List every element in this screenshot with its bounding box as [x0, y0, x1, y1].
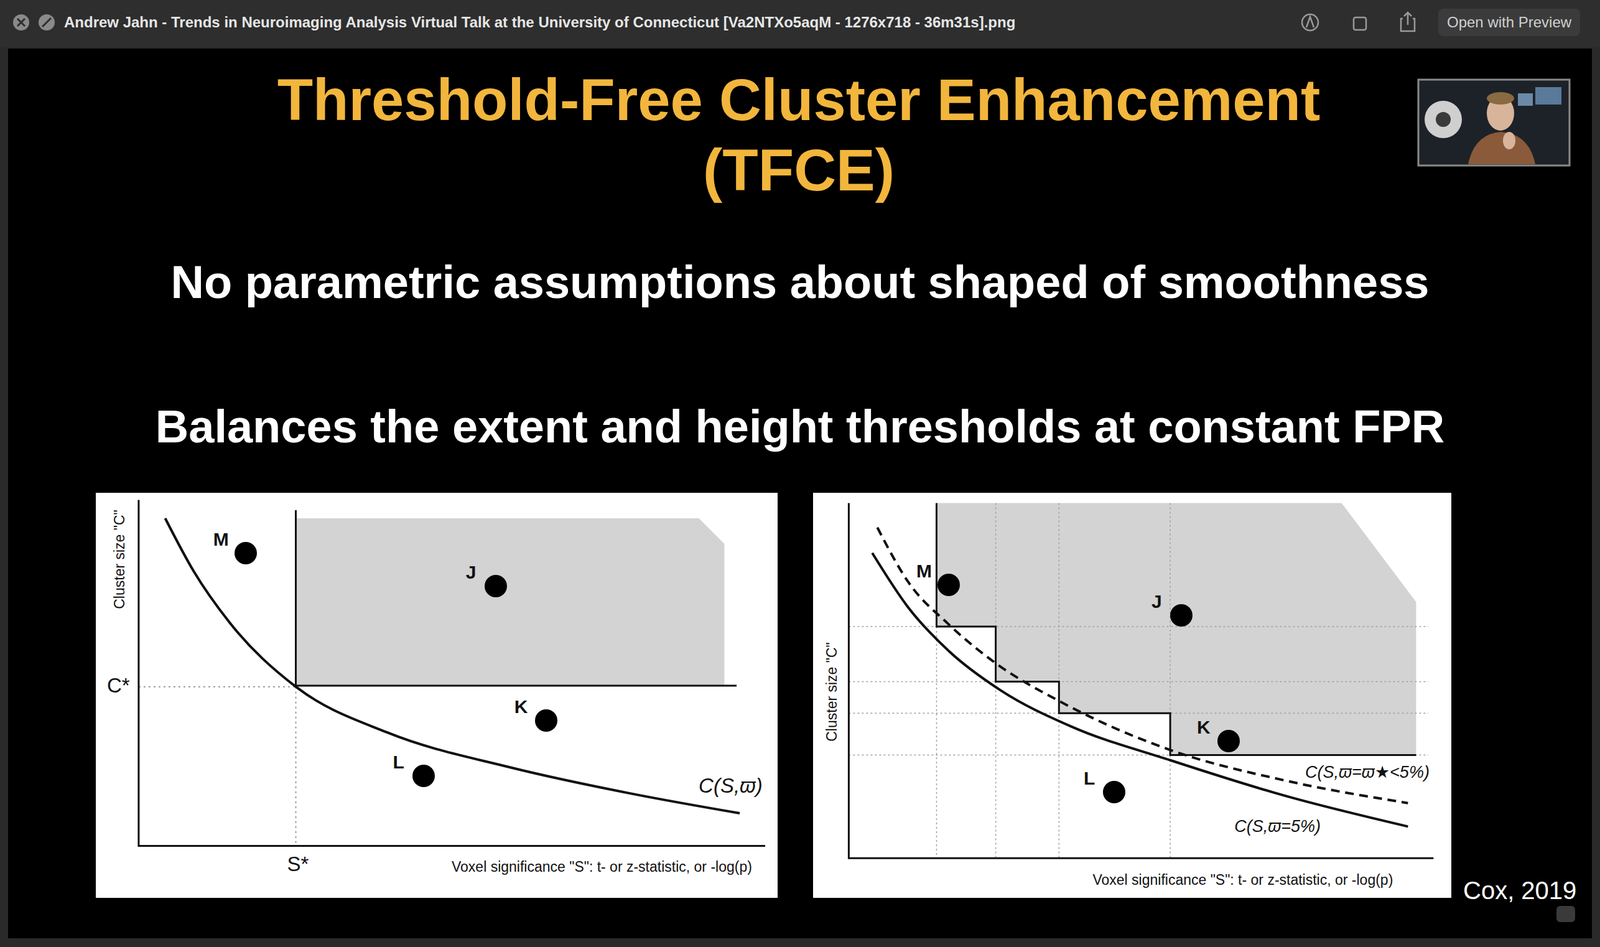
markup-icon: [1302, 14, 1319, 31]
curve-label: C(S,ϖ): [696, 773, 766, 798]
point-label: L: [1083, 768, 1095, 788]
point-label: M: [213, 530, 229, 549]
point-label: K: [514, 697, 529, 717]
point-label: J: [1151, 592, 1163, 611]
axis-title: Voxel significance "S": t- or z-statisti…: [1092, 871, 1393, 888]
grid-line: [1058, 503, 1061, 859]
monitor: [1535, 87, 1562, 105]
close-icon: [13, 14, 30, 31]
grid-line: [1170, 503, 1172, 859]
chart-panel: Cluster size "C" C(S,ϖ=ϖ★<5%) C(S,ϖ=5%) Vox…: [813, 492, 1451, 898]
scanner: [1424, 100, 1462, 139]
guide-line: [295, 686, 297, 847]
guide-line: [138, 686, 297, 688]
data-point: K: [1217, 729, 1240, 753]
axis-title: Cluster size "C": [823, 641, 840, 741]
webcam-frame: [1418, 79, 1570, 166]
fpr-curve-dashed: [877, 527, 1409, 804]
curve-label: C(S,ϖ=5%): [1231, 816, 1324, 837]
toolbar-button: Open with Preview: [1438, 8, 1581, 37]
chart-drawing: [813, 492, 1451, 898]
point-label: J: [465, 562, 477, 582]
axes: [849, 503, 1434, 859]
slide-title: Threshold-Free Cluster Enhancement (TFCE…: [207, 64, 1390, 206]
status-slash: [42, 18, 52, 27]
point-label: L: [393, 752, 405, 772]
axis-title: Cluster size "C": [111, 509, 128, 609]
grid-line: [936, 626, 938, 858]
citation: Cox, 2019: [1463, 875, 1577, 905]
scanner-bore: [1435, 111, 1451, 127]
close-cross: [17, 18, 25, 27]
fpr-curve: [165, 518, 740, 814]
fpr-curve: [872, 553, 1408, 827]
grid-line: [849, 681, 1429, 683]
curve-label: C(S,ϖ=ϖ★<5%): [1302, 762, 1433, 782]
data-point: L: [412, 764, 435, 787]
threshold-label: S*: [287, 852, 310, 876]
person-body: [1468, 131, 1536, 165]
region: [296, 518, 725, 686]
axes: [138, 500, 766, 847]
region: [936, 503, 1417, 756]
axis-title: Voxel significance "S": t- or z-statisti…: [451, 857, 753, 875]
data-point: J: [484, 574, 507, 598]
chart-drawing: [95, 492, 778, 898]
button-label: Open with Preview: [1446, 13, 1572, 32]
chart-panel: Cluster size "C" C* S* C(S,ϖ) Voxel signific…: [95, 492, 778, 898]
rotate-icon: [1353, 17, 1367, 30]
point-label: K: [1196, 717, 1211, 737]
threshold-label: C*: [106, 673, 131, 698]
caption-icon: [1556, 905, 1576, 922]
bullet-line: Balances the extent and height threshold…: [0, 398, 1600, 455]
person-hair: [1486, 92, 1515, 105]
status-icon: [38, 14, 55, 31]
slide-ground: [8, 48, 1592, 939]
bullet-line: No parametric assumptions about shaped o…: [0, 254, 1600, 311]
window-title: Andrew Jahn - Trends in Neuroimaging Ana…: [64, 13, 1016, 32]
title-bar: [0, 0, 1600, 48]
markup-pen: [1306, 16, 1314, 28]
chart-art: [849, 503, 1434, 859]
monitor: [1517, 93, 1533, 106]
data-point: M: [234, 541, 257, 565]
data-point: K: [534, 709, 558, 732]
chart-art: [138, 500, 766, 847]
data-point: L: [1102, 780, 1126, 804]
share-icon: [1400, 12, 1415, 32]
person-hand: [1502, 131, 1516, 150]
webcam-thumbnail: [1418, 79, 1570, 166]
point-label: M: [916, 561, 932, 581]
staircase-line: [936, 503, 1417, 756]
threshold-line: [296, 510, 738, 686]
